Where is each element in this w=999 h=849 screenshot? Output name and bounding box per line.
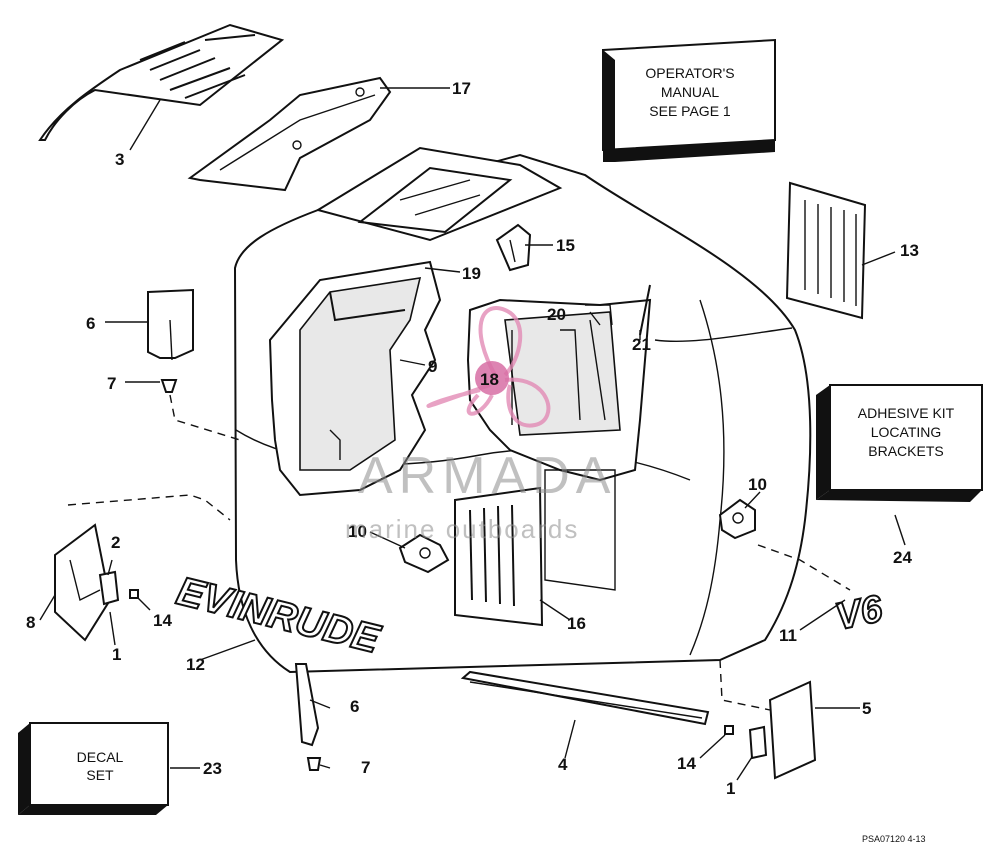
watermark: 18 ARMADA marine outboards bbox=[345, 306, 616, 544]
part-6-lower-cap bbox=[294, 663, 322, 771]
label-6-upper: 6 bbox=[86, 314, 95, 333]
part-8-bracket bbox=[54, 494, 231, 642]
label-16: 16 bbox=[567, 614, 586, 633]
decal-model-text: V6 bbox=[832, 588, 887, 639]
adhesive-kit-line-2: LOCATING bbox=[871, 424, 942, 440]
label-15: 15 bbox=[556, 236, 575, 255]
operators-manual-line-3: SEE PAGE 1 bbox=[649, 103, 731, 119]
decal-set-line-2: SET bbox=[86, 767, 114, 783]
label-5: 5 bbox=[862, 699, 871, 718]
label-14-left: 14 bbox=[153, 611, 172, 630]
decal-model: V6 bbox=[831, 587, 888, 640]
part-17-plate bbox=[187, 76, 392, 192]
leader-lines bbox=[39, 87, 906, 781]
part-5-bracket bbox=[719, 659, 817, 780]
part-20-21-fasteners bbox=[585, 284, 651, 336]
operators-manual-line-1: OPERATOR'S bbox=[645, 65, 734, 81]
part-3-grille bbox=[38, 23, 285, 141]
watermark-logo-icon bbox=[426, 306, 551, 428]
decal-set-line-1: DECAL bbox=[77, 749, 124, 765]
label-13: 13 bbox=[900, 241, 919, 260]
label-20: 20 bbox=[547, 305, 566, 324]
watermark-tagline: marine outboards bbox=[345, 514, 579, 544]
part-13-grille bbox=[785, 181, 867, 320]
adhesive-kit-line-1: ADHESIVE KIT bbox=[858, 405, 955, 421]
label-11: 11 bbox=[779, 626, 797, 645]
label-8: 8 bbox=[26, 613, 35, 632]
watermark-name: ARMADA bbox=[358, 447, 616, 505]
label-9: 9 bbox=[428, 357, 437, 376]
box-decal-set: DECAL SET bbox=[18, 722, 169, 815]
label-1-right: 1 bbox=[726, 779, 735, 798]
box-operators-manual: OPERATOR'S MANUAL SEE PAGE 1 bbox=[602, 38, 776, 162]
label-18: 18 bbox=[480, 370, 499, 389]
part-6-upper-cap bbox=[147, 288, 241, 441]
label-3: 3 bbox=[115, 150, 124, 169]
part-10-knobs bbox=[398, 498, 851, 591]
label-19: 19 bbox=[462, 264, 481, 283]
part-15-bracket bbox=[495, 223, 532, 272]
label-14-right: 14 bbox=[677, 754, 696, 773]
label-21: 21 bbox=[632, 335, 651, 354]
motor-cover bbox=[233, 146, 812, 674]
label-2: 2 bbox=[111, 533, 120, 552]
figure-code: PSA07120 4-13 bbox=[862, 834, 926, 844]
label-24: 24 bbox=[893, 548, 912, 567]
box-adhesive-kit: ADHESIVE KIT LOCATING BRACKETS bbox=[816, 384, 983, 502]
label-1-left: 1 bbox=[112, 645, 121, 664]
adhesive-kit-line-3: BRACKETS bbox=[868, 443, 943, 459]
label-10-left: 10 bbox=[348, 522, 367, 541]
part-4-strip bbox=[460, 670, 710, 726]
part-16-grille bbox=[454, 469, 616, 627]
label-10-right: 10 bbox=[748, 475, 767, 494]
label-4: 4 bbox=[558, 755, 568, 774]
part-numbers: 3 17 15 13 19 20 21 9 6 7 10 10 2 16 11 … bbox=[26, 79, 919, 798]
label-7-lower: 7 bbox=[361, 758, 370, 777]
operators-manual-line-2: MANUAL bbox=[661, 84, 720, 100]
label-6-lower: 6 bbox=[350, 697, 359, 716]
watermark-dot-icon bbox=[475, 361, 509, 395]
label-7-upper: 7 bbox=[107, 374, 116, 393]
label-23: 23 bbox=[203, 759, 222, 778]
label-12: 12 bbox=[186, 655, 205, 674]
label-17: 17 bbox=[452, 79, 471, 98]
